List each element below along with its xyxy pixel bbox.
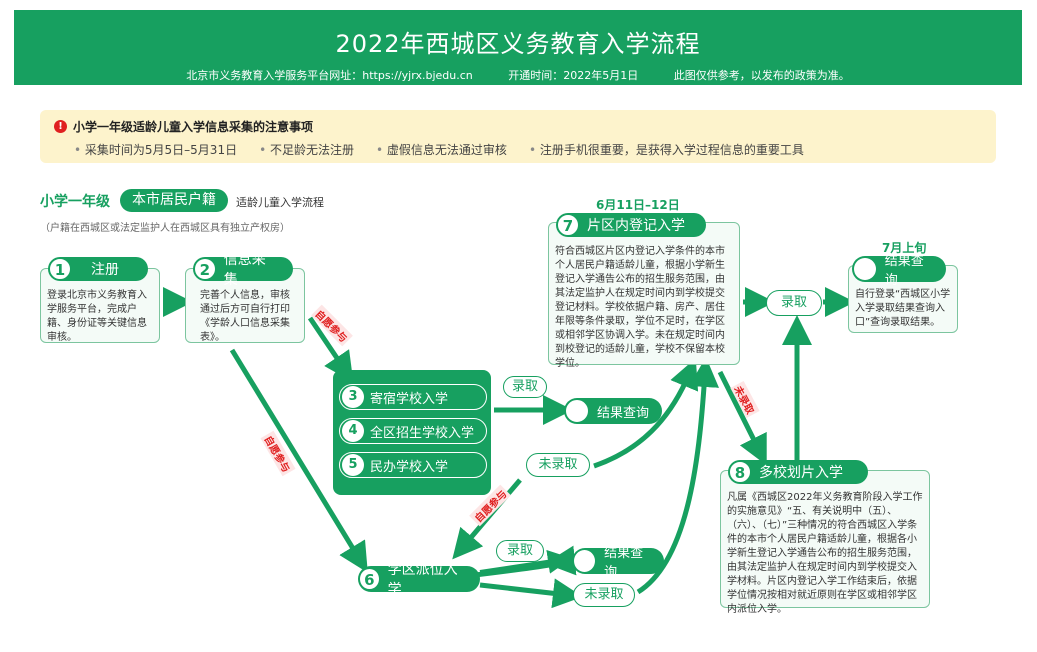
grade-label: 小学一年级 [40,194,110,210]
step-1-header: 1 注册 [48,257,148,281]
admitted-oval: 录取 [766,290,822,316]
step-number: 5 [342,454,364,476]
notice-panel: ! 小学一年级适龄儿童入学信息采集的注意事项 采集时间为5月5日–5月31日 不足… [40,110,996,163]
step-6-header: 6 学区派位入学 [358,562,480,598]
step-number: 2 [194,258,216,280]
step-8-box: 凡属《西城区2022年义务教育阶段入学工作的实施意见》“五、有关说明中（五）、（… [720,470,930,615]
step-7-box: 符合西城区片区内登记入学条件的本市个人居民户籍适龄儿童，根据小学新生登记入学通告… [548,222,740,369]
step-number: 3 [342,386,364,408]
step-7-date: 6月11日–12日 [596,198,680,212]
flow-label: 适龄儿童入学流程 [236,196,324,209]
check-icon: ✓ [853,257,877,281]
header-subtitle: 北京市义务教育入学服务平台网址：https://yjrx.bjedu.cn 开通… [14,67,1022,83]
admitted-oval: 录取 [503,376,547,398]
result-query-badge: ✓ 结果查询 [572,546,664,580]
final-date: 7月上旬 [882,241,927,255]
admitted-oval: 录取 [496,540,544,562]
step-2-header: 2 信息采集 [193,252,293,288]
category-pill: 本市居民户籍 [120,189,228,212]
notice-item: 不足龄无法注册 [259,141,354,158]
step-title: 片区内登记入学 [587,218,685,234]
step-2-desc: 完善个人信息，审核通过后方可自行打印《学龄人口信息采集表》。 [200,290,290,343]
website-text: 北京市义务教育入学服务平台网址：https://yjrx.bjedu.cn [186,69,473,82]
not-admitted-oval: 未录取 [526,453,590,477]
step-4-row: 4 全区招生学校入学 [339,418,487,444]
page-title: 2022年西城区义务教育入学流程 [335,30,701,58]
step-5-row: 5 民办学校入学 [339,452,487,478]
disclaimer-text: 此图仅供参考，以发布的政策为准。 [673,69,850,82]
notice-item: 虚假信息无法通过审核 [376,141,507,158]
notice-item: 采集时间为5月5日–5月31日 [74,141,237,158]
step-title: 学区派位入学 [387,562,458,598]
step-number: 1 [49,258,71,280]
result-label: 结果查询 [604,546,644,580]
step-title: 注册 [91,262,119,278]
step-title: 全区招生学校入学 [370,425,475,441]
final-desc: 自行登录“西城区小学入学录取结果查询入口”查询录取结果。 [855,289,951,328]
step-8-header: 8 多校划片入学 [728,460,868,484]
step-7-header: 7 片区内登记入学 [556,213,706,237]
final-result-header: ✓ 结果查询 [852,254,946,288]
result-label: 结果查询 [597,405,650,421]
check-icon: ✓ [573,549,597,573]
special-schools-block: 3 寄宿学校入学 4 全区招生学校入学 5 民办学校入学 [333,370,491,495]
step-title: 民办学校入学 [370,459,449,475]
step-8-desc: 凡属《西城区2022年义务教育阶段入学工作的实施意见》“五、有关说明中（五）、（… [727,492,923,615]
step-number: 8 [729,461,751,483]
check-icon: ✓ [565,399,589,423]
section-note: （户籍在西城区或法定监护人在西城区具有独立产权房） [40,223,290,234]
not-admitted-oval: 未录取 [573,583,635,607]
step-3-row: 3 寄宿学校入学 [339,384,487,410]
result-label: 结果查询 [884,254,924,288]
step-title: 寄宿学校入学 [370,391,449,407]
step-number: 7 [557,214,579,236]
step-7-desc: 符合西城区片区内登记入学条件的本市个人居民户籍适龄儿童，根据小学新生登记入学通告… [555,246,725,369]
step-number: 6 [359,568,380,590]
step-1-desc: 登录北京市义务教育入学服务平台，完成户籍、身份证等关键信息审核。 [47,290,147,343]
open-time-text: 开通时间：2022年5月1日 [508,69,639,82]
step-number: 4 [342,420,364,442]
notice-item: 注册手机很重要，是获得入学过程信息的重要工具 [529,141,804,158]
step-title: 多校划片入学 [759,465,843,481]
step-title: 信息采集 [223,252,266,288]
notice-title: 小学一年级适龄儿童入学信息采集的注意事项 [73,120,314,134]
result-query-badge: ✓ 结果查询 [564,398,662,424]
header-banner: 2022年西城区义务教育入学流程 北京市义务教育入学服务平台网址：https:/… [14,10,1022,85]
warning-icon: ! [54,120,67,133]
